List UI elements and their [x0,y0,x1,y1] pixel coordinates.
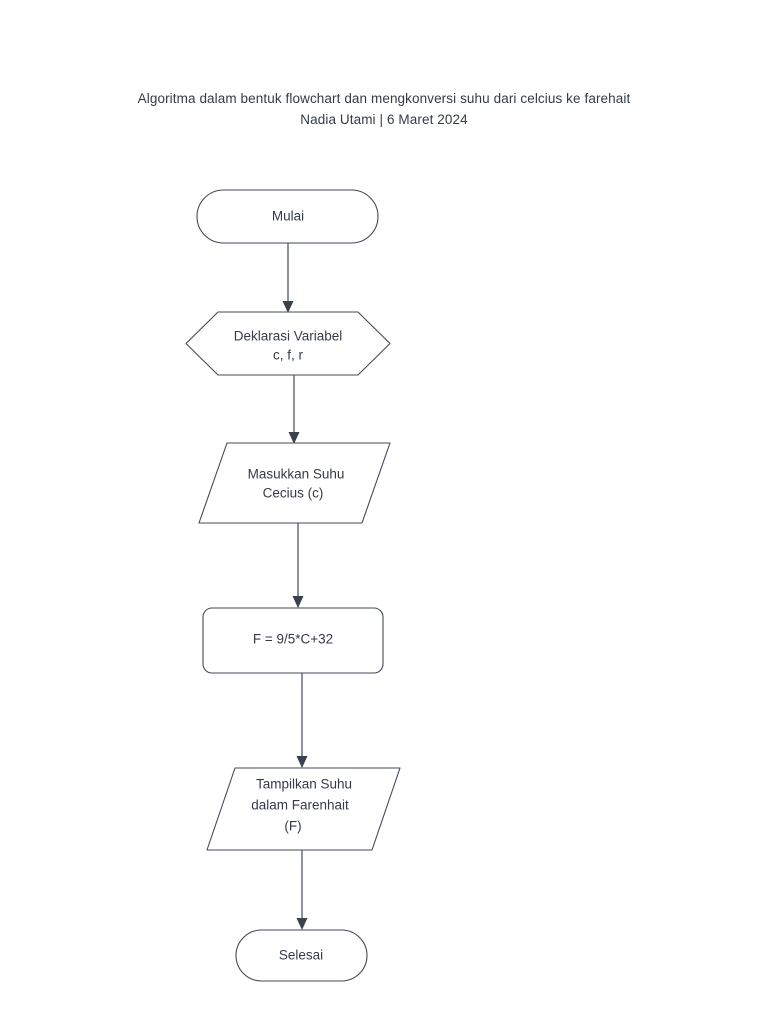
flow-node-output[interactable]: Tampilkan Suhu dalam Farenhait (F) [206,767,401,851]
connector-output-to-end [296,850,308,930]
process-rectangle-shape [202,607,384,674]
page-title: Algoritma dalam bentuk flowchart dan men… [137,91,631,106]
page-subtitle: Nadia Utami | 6 Maret 2024 [300,112,468,127]
flow-node-input-label-line1: Masukkan Suhu [248,467,345,482]
parallelogram-shape [198,442,391,524]
flow-node-declare[interactable]: Deklarasi Variabel c, f, r [185,311,391,376]
flow-node-end-label: Selesai [279,948,323,963]
flow-node-output-label-line1: Tampilkan Suhu [256,777,352,792]
connector-process-to-output [296,673,308,768]
terminator-shape-end [235,929,368,982]
flow-node-end[interactable]: Selesai [235,929,368,982]
flow-node-process[interactable]: F = 9/5*C+32 [202,607,384,674]
connector-input-to-process [292,523,304,608]
flow-node-process-label: F = 9/5*C+32 [253,632,333,647]
connector-declare-to-input [288,375,300,444]
flow-node-declare-label-line1: Deklarasi Variabel [234,329,343,344]
document-title-block: Algoritma dalam bentuk flowchart dan men… [0,88,768,130]
flow-node-start[interactable]: Mulai [196,189,379,244]
flow-node-output-label-line2: dalam Farenhait [251,798,349,813]
connector-start-to-declare [282,243,294,313]
terminator-shape [196,189,379,244]
flow-node-declare-label-line2: c, f, r [273,348,304,363]
hexagon-shape [185,311,391,376]
flow-node-start-label: Mulai [272,209,304,224]
parallelogram-shape-output [206,767,401,851]
flow-node-input[interactable]: Masukkan Suhu Cecius (c) [198,442,391,524]
flow-node-output-label-line3: (F) [284,819,301,834]
flow-node-input-label-line2: Cecius (c) [263,486,324,501]
